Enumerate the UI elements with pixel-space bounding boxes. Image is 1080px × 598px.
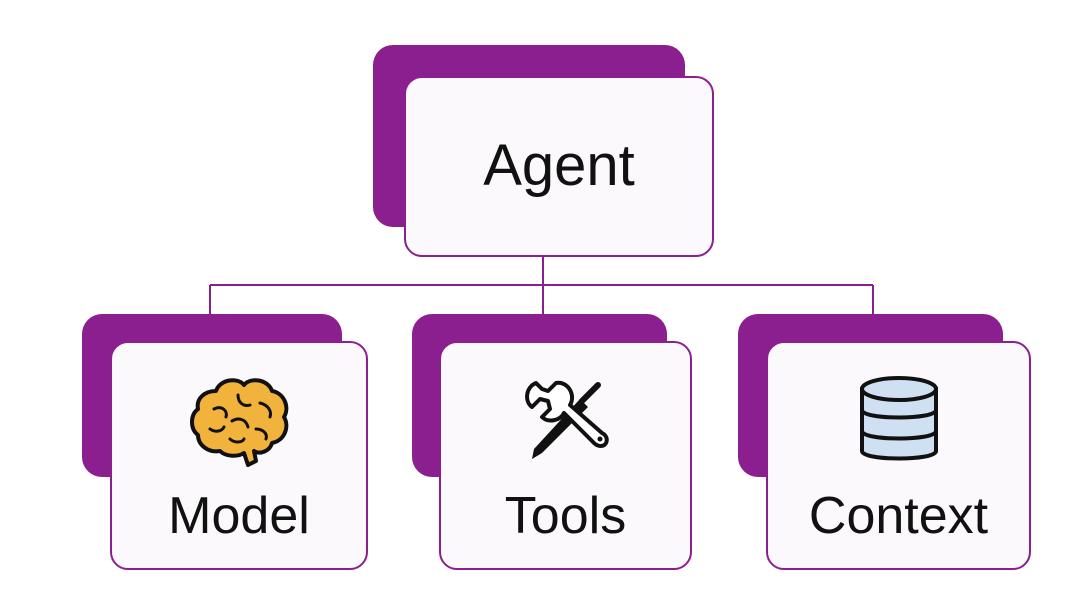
agent-label: Agent	[483, 133, 635, 198]
context-label: Context	[808, 487, 989, 545]
brain-icon	[190, 378, 289, 467]
database-icon	[859, 376, 938, 461]
tools-node: Tools	[439, 341, 692, 570]
model-node: Model	[110, 341, 368, 570]
wrench-screwdriver-icon	[524, 380, 609, 459]
tools-label: Tools	[504, 487, 627, 545]
context-node: Context	[766, 341, 1031, 570]
model-label: Model	[168, 487, 310, 545]
agent-node: Agent	[404, 76, 714, 257]
